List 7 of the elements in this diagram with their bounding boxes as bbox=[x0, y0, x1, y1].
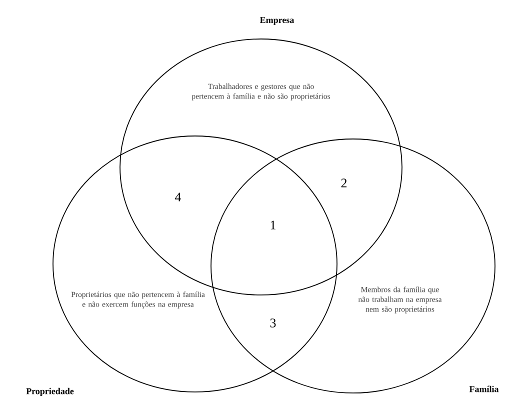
region-number: 2 bbox=[341, 178, 347, 188]
circle-heading: Empresa bbox=[260, 17, 294, 25]
region-number: 1 bbox=[270, 220, 276, 230]
circle-heading: Propriedade bbox=[26, 388, 74, 396]
circle-heading: Família bbox=[469, 386, 499, 392]
region-number: 4 bbox=[175, 192, 182, 202]
region-number: 3 bbox=[270, 318, 276, 328]
